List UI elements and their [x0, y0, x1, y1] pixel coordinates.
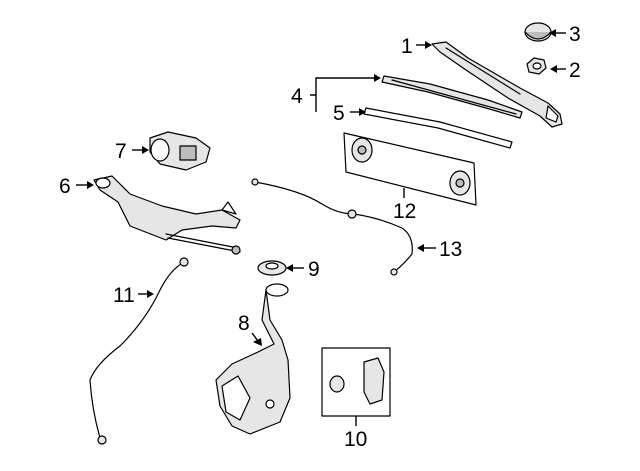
callout-11: 11	[113, 284, 135, 307]
callout-8: 8	[238, 312, 250, 335]
part-8-washer-reservoir[interactable]	[215, 283, 291, 435]
part-7-wiper-motor[interactable]	[149, 131, 211, 171]
callout-labels: 1 2 3 4 5 6 7 8 9 10 11 12 13	[59, 23, 581, 451]
callout-10: 10	[344, 428, 367, 451]
part-10-washer-pump[interactable]	[321, 347, 391, 417]
callout-1: 1	[401, 35, 413, 58]
part-5-blade-insert[interactable]	[363, 107, 513, 149]
callout-12: 12	[393, 200, 416, 223]
part-4-wiper-blade[interactable]	[381, 75, 523, 119]
callout-6: 6	[59, 175, 71, 198]
part-2-nut[interactable]	[526, 57, 547, 75]
part-6-wiper-linkage[interactable]	[93, 175, 241, 255]
part-13-washer-hose[interactable]	[251, 178, 413, 276]
part-11-hose[interactable]	[89, 257, 189, 445]
callout-7: 7	[115, 140, 127, 163]
callout-4: 4	[291, 85, 303, 108]
part-12-cowl-panel[interactable]	[343, 132, 477, 206]
callout-9: 9	[308, 258, 320, 281]
callout-leaders	[76, 29, 566, 426]
callout-5: 5	[333, 102, 345, 125]
callout-2: 2	[569, 59, 581, 82]
part-3-cap[interactable]	[524, 22, 552, 42]
part-9-cap[interactable]	[257, 260, 287, 276]
callout-3: 3	[569, 23, 581, 46]
callout-13: 13	[439, 238, 462, 261]
part-1-wiper-arm[interactable]	[431, 41, 563, 128]
